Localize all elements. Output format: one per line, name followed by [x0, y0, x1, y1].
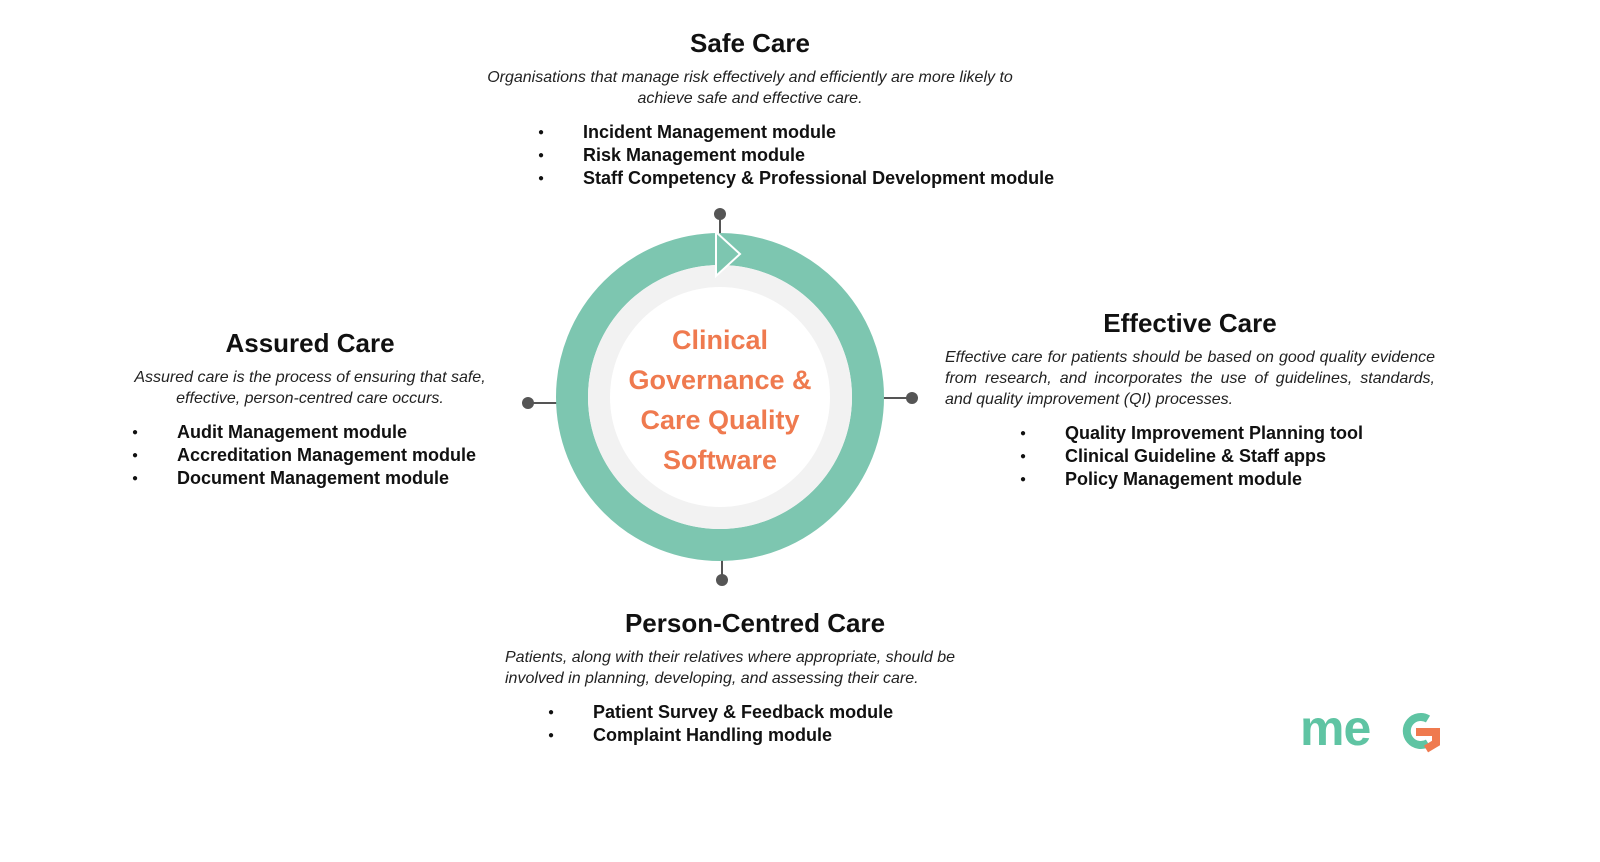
center-line: Software	[662, 445, 778, 475]
assured-care-section: Assured Care Assured care is the process…	[100, 328, 520, 490]
module-item: Complaint Handling module	[548, 724, 1005, 747]
cycle-center-disc	[610, 287, 830, 507]
module-item: Audit Management module	[132, 421, 520, 444]
assured-care-description: Assured care is the process of ensuring …	[134, 369, 486, 407]
connector-left	[522, 397, 558, 409]
effective-care-modules: Quality Improvement Planning tool Clinic…	[1020, 422, 1435, 491]
meg-logo: me	[1300, 705, 1440, 755]
person-centred-care-title: Person-Centred Care	[624, 608, 886, 638]
safe-care-title: Safe Care	[690, 28, 810, 58]
center-line: Governance &	[628, 365, 812, 395]
module-item: Patient Survey & Feedback module	[548, 701, 1005, 724]
logo-g-glyph	[1402, 713, 1440, 753]
safe-care-section: Safe Care Organisations that manage risk…	[430, 28, 1070, 190]
svg-text:me: me	[1300, 705, 1370, 755]
center-line: Clinical	[671, 325, 769, 355]
connector-right	[880, 392, 918, 404]
effective-care-title: Effective Care	[1103, 308, 1277, 338]
person-centred-care-modules: Patient Survey & Feedback module Complai…	[548, 701, 1005, 747]
assured-care-modules: Audit Management module Accreditation Ma…	[132, 421, 520, 490]
module-item: Accreditation Management module	[132, 444, 520, 467]
person-centred-care-section: Person-Centred Care Patients, along with…	[505, 608, 1005, 747]
module-item: Document Management module	[132, 467, 520, 490]
effective-care-description: Effective care for patients should be ba…	[945, 349, 1435, 408]
effective-care-section: Effective Care Effective care for patien…	[945, 308, 1435, 491]
person-centred-care-description: Patients, along with their relatives whe…	[505, 649, 956, 687]
center-title: Clinical Governance & Care Quality Softw…	[590, 320, 850, 480]
center-line: Care Quality	[640, 405, 800, 435]
safe-care-description: Organisations that manage risk effective…	[487, 69, 1013, 107]
care-cycle-diagram	[522, 208, 918, 586]
module-item: Quality Improvement Planning tool	[1020, 422, 1435, 445]
module-item: Policy Management module	[1020, 468, 1435, 491]
assured-care-title: Assured Care	[225, 328, 395, 358]
safe-care-modules: Incident Management module Risk Manageme…	[538, 121, 1070, 190]
module-item: Incident Management module	[538, 121, 1070, 144]
module-item: Clinical Guideline & Staff apps	[1020, 445, 1435, 468]
module-item: Staff Competency & Professional Developm…	[538, 167, 1070, 190]
module-item: Risk Management module	[538, 144, 1070, 167]
arrow-head-icon	[715, 229, 742, 279]
